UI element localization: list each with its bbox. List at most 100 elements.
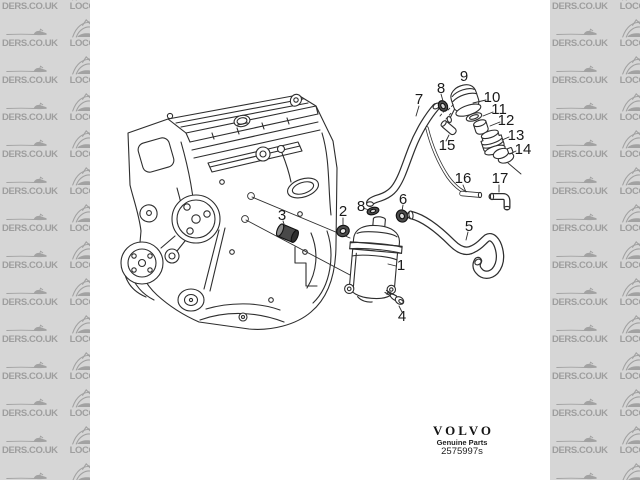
- tube-15: [439, 103, 457, 136]
- watermark-text-left: DERS.CO.UK: [552, 296, 608, 308]
- watermark-cell: LOCOST: [70, 129, 90, 160]
- watermark-cell: LOCOST: [620, 166, 640, 197]
- hose-16: [425, 126, 483, 199]
- watermark-text-left: DERS.CO.UK: [2, 37, 58, 49]
- watermark-cell: LOCOST: [70, 314, 90, 345]
- watermark-cell: LOCOST: [70, 203, 90, 234]
- watermark-cell: DERS.CO.UK: [552, 469, 608, 480]
- watermark-text-left: DERS.CO.UK: [552, 148, 608, 160]
- locost-car-logo-icon: [6, 472, 47, 479]
- watermark-cell: LOCOST: [620, 314, 640, 345]
- locost-bridge-logo-icon: [72, 129, 90, 149]
- watermark-text-right: LOCOST: [619, 37, 640, 49]
- watermark-row: DERS.CO.UK LOCOST: [550, 0, 640, 11]
- watermark-text-right: LOCOST: [69, 296, 90, 308]
- watermark-text-left: DERS.CO.UK: [552, 74, 608, 86]
- locost-bridge-logo-icon: [72, 462, 90, 480]
- locost-car-logo-icon: [556, 176, 597, 183]
- locost-bridge-logo-icon: [72, 314, 90, 334]
- locost-car-logo-icon: [6, 361, 47, 368]
- watermark-band-left: DERS.CO.UK LOCOST DERS.CO.UK: [0, 0, 90, 480]
- watermark-cell: DERS.CO.UK: [2, 99, 58, 123]
- watermark-row: DERS.CO.UK LOCOST: [0, 344, 90, 381]
- watermark-cell: DERS.CO.UK: [2, 395, 58, 419]
- watermark-cell: DERS.CO.UK: [2, 321, 58, 345]
- watermark-text-right: LOCOST: [619, 111, 640, 123]
- locost-car-logo-icon: [556, 65, 597, 72]
- watermark-cell: LOCOST: [620, 277, 640, 308]
- watermark-cell: LOCOST: [70, 388, 90, 419]
- watermark-cell: DERS.CO.UK: [552, 0, 608, 11]
- watermark-text-left: DERS.CO.UK: [2, 407, 58, 419]
- watermark-cell: LOCOST: [70, 0, 90, 11]
- watermark-row: DERS.CO.UK LOCOST: [550, 270, 640, 307]
- watermark-row: DERS.CO.UK LOCOST: [550, 418, 640, 455]
- watermark-text-left: DERS.CO.UK: [2, 0, 58, 12]
- watermark-text-left: DERS.CO.UK: [552, 333, 608, 345]
- locost-bridge-logo-icon: [622, 425, 640, 445]
- watermark-row: DERS.CO.UK LOCOST: [550, 85, 640, 122]
- watermark-band-right: DERS.CO.UK LOCOST DERS.CO.UK: [550, 0, 640, 480]
- locost-car-logo-icon: [556, 250, 597, 257]
- watermark-text-left: DERS.CO.UK: [552, 407, 608, 419]
- watermark-text-right: LOCOST: [619, 333, 640, 345]
- watermark-text-left: DERS.CO.UK: [2, 296, 58, 308]
- watermark-text-left: DERS.CO.UK: [2, 333, 58, 345]
- watermark-cell: LOCOST: [620, 388, 640, 419]
- watermark-cell: DERS.CO.UK: [2, 62, 58, 86]
- watermark-row: DERS.CO.UK LOCOST: [550, 455, 640, 480]
- watermark-cell: LOCOST: [70, 351, 90, 382]
- watermark-cell: LOCOST: [620, 55, 640, 86]
- watermark-cell: DERS.CO.UK: [552, 358, 608, 382]
- watermark-text-right: LOCOST: [69, 333, 90, 345]
- locost-bridge-logo-icon: [622, 462, 640, 480]
- locost-car-logo-icon: [556, 398, 597, 405]
- engine-block: [120, 93, 338, 330]
- watermark-cell: LOCOST: [70, 277, 90, 308]
- watermark-text-right: LOCOST: [69, 444, 90, 456]
- grommet-6: [395, 209, 409, 223]
- watermark-text-left: DERS.CO.UK: [552, 0, 608, 12]
- callout-leader-lines: [282, 93, 517, 313]
- watermark-cell: DERS.CO.UK: [2, 469, 58, 480]
- washer-11: [465, 112, 483, 122]
- locost-car-logo-icon: [556, 28, 597, 35]
- watermark-text-right: LOCOST: [619, 0, 640, 12]
- locost-bridge-logo-icon: [72, 388, 90, 408]
- watermark-text-right: LOCOST: [619, 74, 640, 86]
- locost-bridge-logo-icon: [622, 314, 640, 334]
- watermark-cell: LOCOST: [70, 240, 90, 271]
- spacer-bushing-3: [275, 223, 299, 243]
- watermark-text-left: DERS.CO.UK: [552, 259, 608, 271]
- watermark-row: DERS.CO.UK LOCOST: [550, 11, 640, 48]
- locost-car-logo-icon: [6, 102, 47, 109]
- watermark-text-left: DERS.CO.UK: [2, 74, 58, 86]
- watermark-cell: LOCOST: [620, 351, 640, 382]
- watermark-row: DERS.CO.UK LOCOST: [550, 381, 640, 418]
- watermark-cell: DERS.CO.UK: [2, 358, 58, 382]
- locost-car-logo-icon: [556, 287, 597, 294]
- watermark-cell: DERS.CO.UK: [552, 210, 608, 234]
- watermark-cell: LOCOST: [620, 203, 640, 234]
- watermark-text-left: DERS.CO.UK: [2, 370, 58, 382]
- grommet-8-top: [437, 100, 449, 112]
- watermark-row: DERS.CO.UK LOCOST: [0, 48, 90, 85]
- watermark-text-left: DERS.CO.UK: [552, 185, 608, 197]
- locost-bridge-logo-icon: [622, 388, 640, 408]
- watermark-cell: DERS.CO.UK: [2, 432, 58, 456]
- watermark-text-right: LOCOST: [69, 111, 90, 123]
- locost-bridge-logo-icon: [622, 203, 640, 223]
- watermark-row: DERS.CO.UK LOCOST: [0, 233, 90, 270]
- watermark-text-left: DERS.CO.UK: [2, 222, 58, 234]
- watermark-row: DERS.CO.UK LOCOST: [0, 270, 90, 307]
- watermark-text-left: DERS.CO.UK: [552, 111, 608, 123]
- watermark-text-left: DERS.CO.UK: [552, 370, 608, 382]
- watermark-row: DERS.CO.UK LOCOST: [0, 307, 90, 344]
- watermark-cell: LOCOST: [620, 18, 640, 49]
- watermark-text-left: DERS.CO.UK: [2, 148, 58, 160]
- watermark-cell: LOCOST: [620, 92, 640, 123]
- watermark-cell: DERS.CO.UK: [2, 210, 58, 234]
- watermark-row: DERS.CO.UK LOCOST: [550, 196, 640, 233]
- locost-bridge-logo-icon: [622, 166, 640, 186]
